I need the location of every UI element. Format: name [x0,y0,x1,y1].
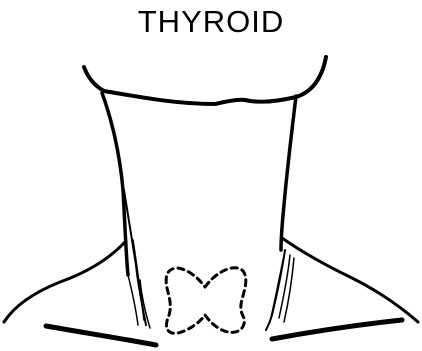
shoulder-right [282,238,418,322]
neck-left-side [102,93,128,275]
shoulder-left [4,242,125,322]
thyroid-gland-outline [166,268,246,334]
jaw-line [84,57,326,104]
neck-right-side [281,96,296,250]
clavicle-left [46,326,156,345]
neck-left-muscle-line-2 [128,240,150,328]
clavicle-right [272,320,402,339]
